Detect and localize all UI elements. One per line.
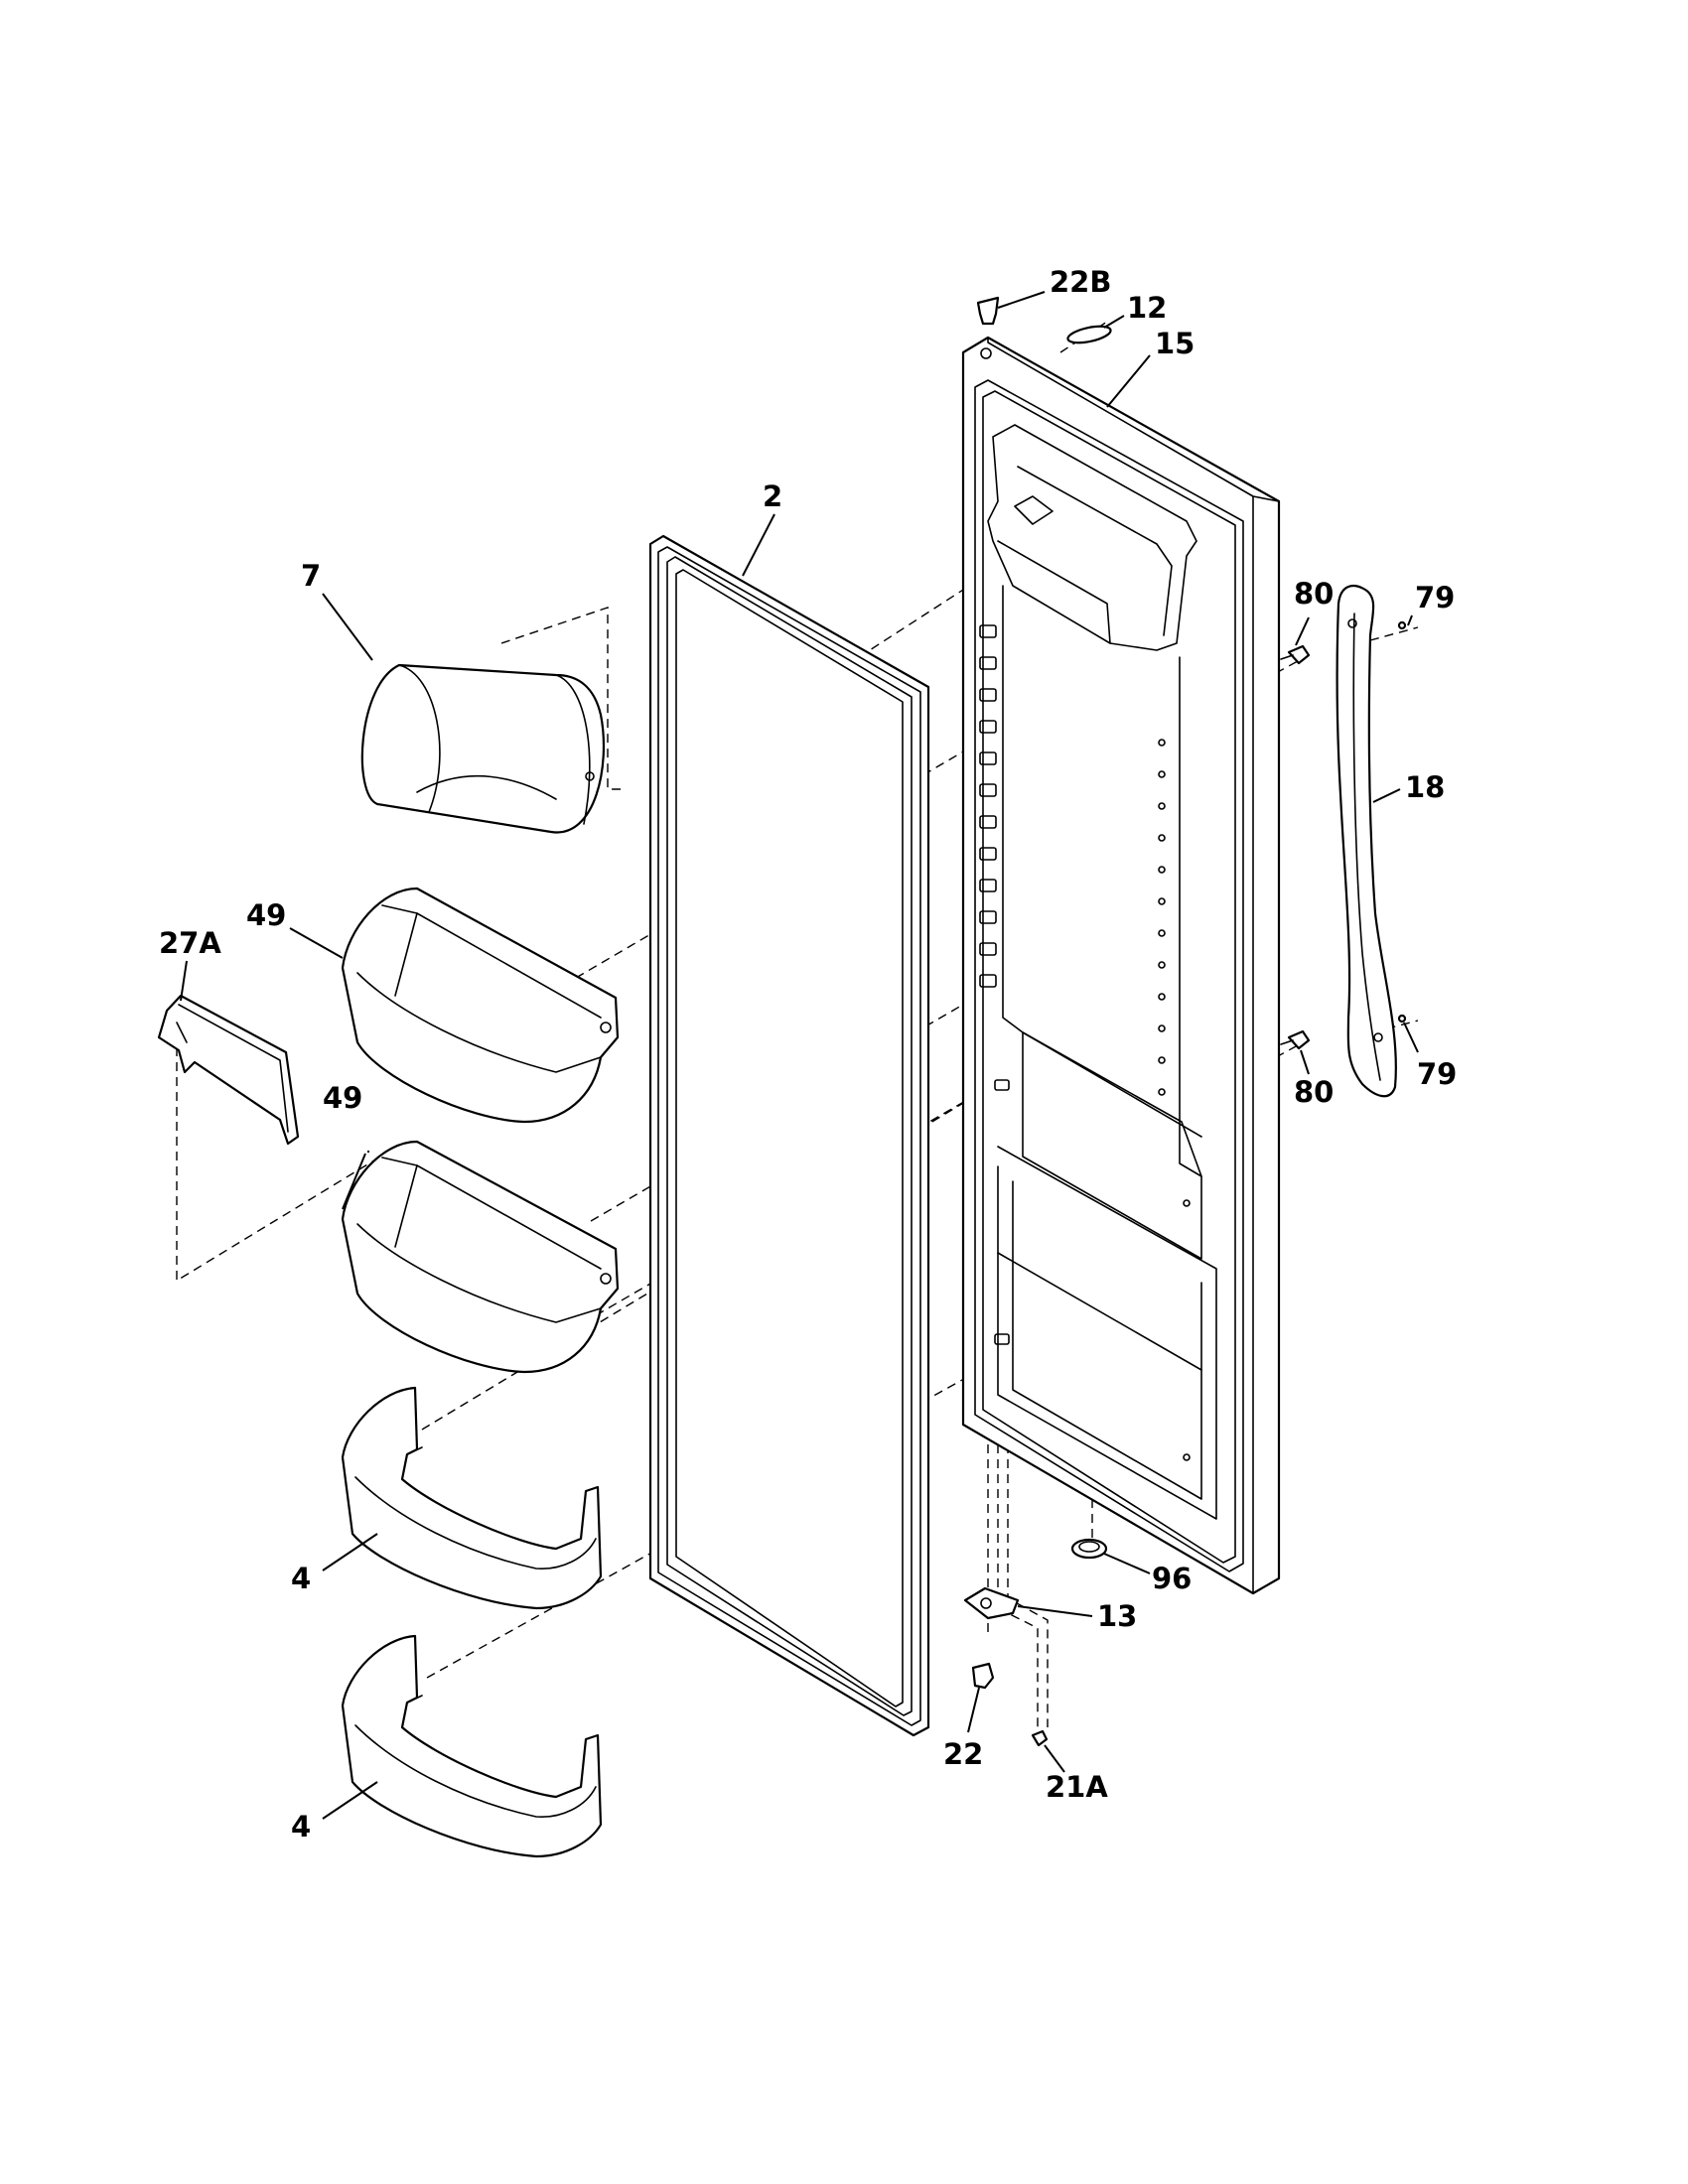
shelf-4-upper bbox=[341, 1386, 603, 1610]
label-4-lower: 4 bbox=[291, 1810, 311, 1843]
bushing-22 bbox=[971, 1662, 995, 1690]
label-12: 12 bbox=[1127, 291, 1167, 325]
gasket-2 bbox=[648, 534, 930, 1737]
label-80-lower: 80 bbox=[1294, 1075, 1334, 1109]
door-handle-18 bbox=[1336, 585, 1397, 1098]
door-15 bbox=[961, 336, 1281, 1595]
leader-lines bbox=[180, 291, 1419, 1820]
bin-49-lower bbox=[341, 1140, 620, 1374]
bin-7 bbox=[360, 663, 606, 834]
callout-labels: 22B 12 15 2 7 80 79 18 49 27A 49 80 79 9… bbox=[159, 265, 1457, 1843]
label-15: 15 bbox=[1155, 327, 1195, 360]
label-49-lower: 49 bbox=[323, 1081, 362, 1115]
screw-80-upper bbox=[1287, 644, 1311, 665]
cap-12 bbox=[1066, 325, 1112, 344]
screw-21A bbox=[1031, 1729, 1049, 1747]
label-27A: 27A bbox=[159, 926, 221, 960]
label-79-upper: 79 bbox=[1415, 581, 1455, 614]
bin-49-upper bbox=[341, 887, 620, 1124]
label-49-upper: 49 bbox=[246, 898, 286, 932]
shelf-4-lower bbox=[341, 1634, 603, 1858]
hardware bbox=[963, 296, 1407, 1747]
label-2: 2 bbox=[763, 479, 782, 513]
shelf-pegs bbox=[979, 624, 1191, 1461]
label-80-upper: 80 bbox=[1294, 577, 1334, 611]
label-21A: 21A bbox=[1046, 1770, 1108, 1804]
setscrew-79-upper bbox=[1397, 620, 1407, 630]
setscrew-79-lower bbox=[1397, 1014, 1407, 1024]
handle-27A bbox=[157, 994, 300, 1146]
label-7: 7 bbox=[301, 559, 321, 593]
label-13: 13 bbox=[1097, 1599, 1137, 1633]
bushing-22B bbox=[976, 296, 1000, 326]
label-4-upper: 4 bbox=[291, 1562, 311, 1595]
label-22: 22 bbox=[943, 1737, 983, 1771]
label-96: 96 bbox=[1152, 1562, 1192, 1595]
screw-80-lower bbox=[1287, 1029, 1311, 1050]
label-22B: 22B bbox=[1050, 265, 1111, 299]
label-79-lower: 79 bbox=[1417, 1057, 1457, 1091]
label-18: 18 bbox=[1405, 770, 1445, 804]
